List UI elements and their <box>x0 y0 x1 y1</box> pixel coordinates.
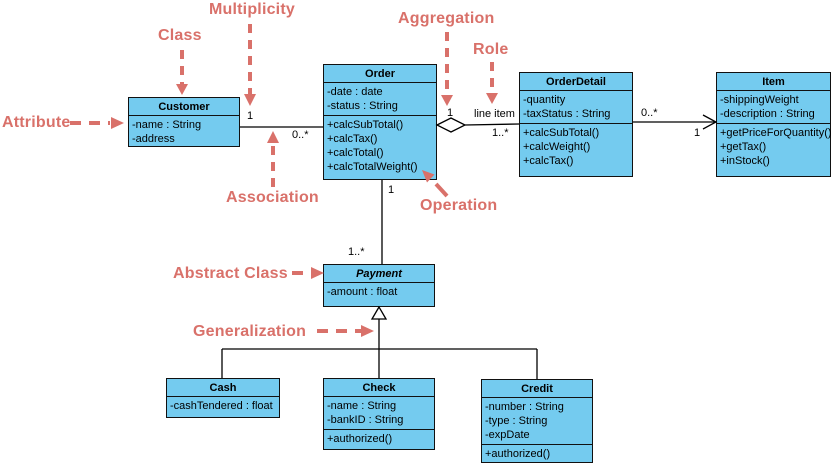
attributes-compartment: -name : String -address <box>129 116 239 148</box>
attribute: -bankID : String <box>327 414 404 426</box>
class-item[interactable]: Item -shippingWeight -description : Stri… <box>716 72 832 177</box>
annotation-class: Class <box>158 27 202 44</box>
class-order[interactable]: Order -date : date -status : String +cal… <box>323 64 437 180</box>
generalization-triangle-icon <box>370 305 388 320</box>
operation: +calcWeight() <box>523 141 591 153</box>
annotation-operation: Operation <box>420 197 498 214</box>
multiplicity-payment-end: 1..* <box>348 246 365 258</box>
annotation-abstract-class: Abstract Class <box>173 265 288 282</box>
attribute: -shippingWeight <box>720 94 799 106</box>
attribute: -type : String <box>485 415 548 427</box>
attributes-compartment: -shippingWeight -description : String <box>717 91 830 123</box>
operation: +authorized() <box>327 433 393 445</box>
class-payment[interactable]: Payment -amount : float <box>323 264 435 307</box>
operations-compartment: +authorized() <box>482 444 592 463</box>
attribute: -status : String <box>327 100 398 112</box>
operation: +authorized() <box>485 448 551 460</box>
operation: +getPriceForQuantity() <box>720 127 832 139</box>
attributes-compartment: -number : String -type : String -expDate <box>482 398 592 444</box>
operations-compartment: +calcSubTotal() +calcWeight() +calcTax() <box>520 123 632 176</box>
class-name: Check <box>324 379 434 397</box>
role-label: line item <box>474 108 515 120</box>
attributes-compartment: -cashTendered : float <box>167 397 279 417</box>
annotation-association: Association <box>226 189 319 206</box>
operation: +calcTotalWeight() <box>327 161 418 173</box>
class-name: Credit <box>482 380 592 398</box>
open-arrowhead-icon <box>702 114 718 130</box>
annotation-role: Role <box>473 41 509 58</box>
generalization-tree <box>221 305 538 379</box>
attribute: -taxStatus : String <box>523 108 611 120</box>
attributes-compartment: -amount : float <box>324 283 434 306</box>
operation: +calcTax() <box>327 133 378 145</box>
multiplicity-orderdetail-end: 1..* <box>492 127 509 139</box>
attributes-compartment: -date : date -status : String <box>324 83 436 115</box>
attribute: -name : String <box>132 119 202 131</box>
annotation-multiplicity: Multiplicity <box>209 1 295 18</box>
attribute: -cashTendered : float <box>170 400 273 412</box>
attribute: -address <box>132 133 175 145</box>
class-name: Payment <box>324 265 434 283</box>
annotation-aggregation: Aggregation <box>398 10 495 27</box>
attribute: -amount : float <box>327 286 398 298</box>
multiplicity-aggregation-order-end: 1 <box>447 107 454 119</box>
aggregation-diamond <box>435 117 467 133</box>
operation: +inStock() <box>720 155 770 167</box>
operations-compartment: +getPriceForQuantity() +getTax() +inStoc… <box>717 123 832 176</box>
operation: +calcTotal() <box>327 147 384 159</box>
operation: +calcSubTotal() <box>523 127 600 139</box>
class-customer[interactable]: Customer -name : String -address <box>128 97 240 147</box>
attributes-compartment: -quantity -taxStatus : String <box>520 91 632 123</box>
class-name: Item <box>717 73 830 91</box>
class-name: Cash <box>167 379 279 397</box>
operations-compartment: +authorized() <box>324 429 434 449</box>
multiplicity-order-payment-end: 1 <box>388 184 395 196</box>
multiplicity-item-end: 1 <box>694 127 701 139</box>
attribute: -name : String <box>327 400 397 412</box>
class-name: Customer <box>129 98 239 116</box>
attribute: -date : date <box>327 86 383 98</box>
class-credit[interactable]: Credit -number : String -type : String -… <box>481 379 593 463</box>
operation-arrow <box>434 182 449 198</box>
attribute: -number : String <box>485 401 564 413</box>
multiplicity-orderdetail-item-end: 0..* <box>641 107 658 119</box>
attributes-compartment: -name : String -bankID : String <box>324 397 434 429</box>
multiplicity-order-end: 0..* <box>292 129 309 141</box>
attribute: -description : String <box>720 108 815 120</box>
attribute: -quantity <box>523 94 566 106</box>
attribute: -expDate <box>485 429 530 441</box>
class-name: Order <box>324 65 436 83</box>
operations-compartment: +calcSubTotal() +calcTax() +calcTotal() … <box>324 115 436 179</box>
operation: +calcTax() <box>523 155 574 167</box>
class-check[interactable]: Check -name : String -bankID : String +a… <box>323 378 435 450</box>
class-cash[interactable]: Cash -cashTendered : float <box>166 378 280 418</box>
class-name: OrderDetail <box>520 73 632 91</box>
annotation-generalization: Generalization <box>193 323 307 340</box>
operation: +getTax() <box>720 141 767 153</box>
class-orderdetail[interactable]: OrderDetail -quantity -taxStatus : Strin… <box>519 72 633 177</box>
operation: +calcSubTotal() <box>327 119 404 131</box>
annotation-attribute: Attribute <box>2 114 71 131</box>
multiplicity-customer-end: 1 <box>247 110 254 122</box>
